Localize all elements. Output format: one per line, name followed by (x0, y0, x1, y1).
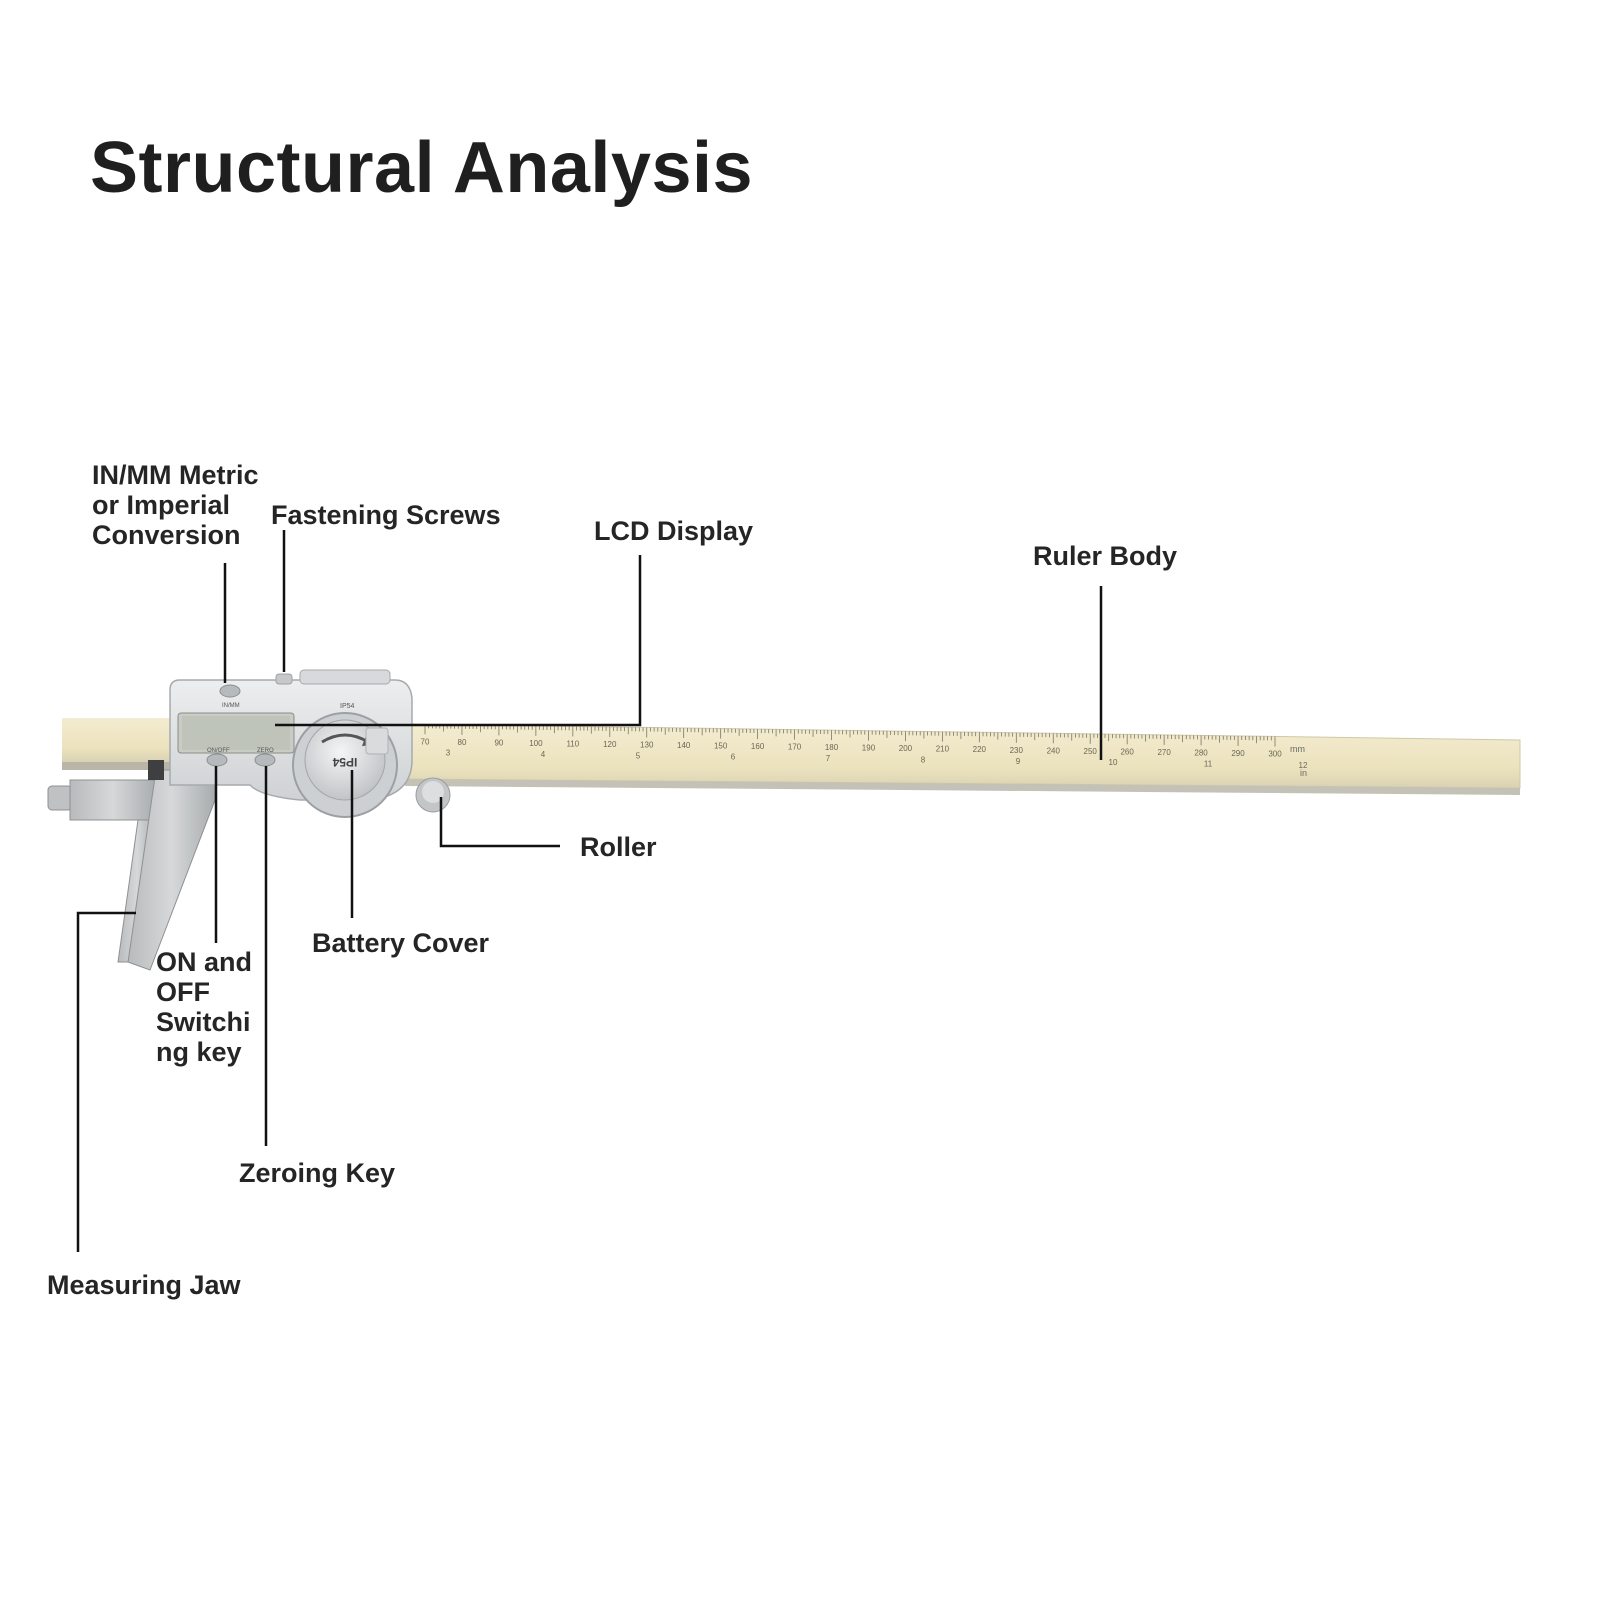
mm-scale-label: 90 (494, 738, 503, 747)
mm-scale-labels: 70 80 90 100 110 120 130 140 150 160 170 180 190 200 2… (421, 737, 1283, 758)
mm-minor-ticks (424, 724, 1276, 747)
zero-button[interactable]: ZERO (254, 748, 276, 767)
inmm-button[interactable]: IN/MM (219, 684, 241, 709)
label-roller: Roller (580, 832, 657, 862)
mm-scale-label: 250 (1084, 747, 1098, 756)
mm-scale-label: 160 (751, 742, 765, 751)
leader-lcd (275, 555, 642, 727)
ruler-body: 70 80 90 100 110 120 130 140 150 160 170 180 190 200 2… (404, 723, 1521, 795)
label-measuring-jaw: Measuring Jaw (47, 1270, 241, 1300)
mm-scale-label: 180 (825, 743, 839, 752)
battery-cover: IP54 (292, 712, 398, 818)
mm-scale-label: 150 (714, 742, 728, 751)
dial-text: IP54 (332, 755, 357, 769)
mm-scale-label: 270 (1157, 748, 1171, 757)
mm-unit-label: mm (1290, 744, 1305, 754)
inch-scale-label: 7 (826, 754, 831, 763)
label-lcd-display: LCD Display (594, 516, 754, 546)
mm-scale-label: 100 (529, 739, 543, 748)
inch-scale-label: 4 (541, 750, 546, 759)
mm-scale-label: 140 (677, 741, 691, 750)
model-text: IP54 (340, 703, 355, 710)
mm-scale-label: 290 (1231, 749, 1245, 758)
leader-roller (439, 797, 560, 848)
label-battery-cover: Battery Cover (312, 928, 490, 958)
label-fastening-screws: Fastening Screws (271, 500, 501, 530)
mm-scale-label: 80 (458, 738, 467, 747)
mm-scale-label: 230 (1010, 746, 1024, 755)
mm-scale-label: 120 (603, 740, 617, 749)
leader-jaw (76, 911, 136, 1252)
inch-unit-label: in (1300, 768, 1307, 778)
inch-scale-labels: 3 4 5 6 7 8 9 10 11 12 (446, 749, 1308, 770)
mm-scale-label: 240 (1047, 746, 1061, 755)
zero-button-text: ZERO (257, 748, 274, 754)
mm-scale-label: 280 (1194, 748, 1208, 757)
mm-scale-label: 190 (862, 744, 876, 753)
mm-scale-label: 300 (1268, 749, 1282, 758)
label-zeroing-key: Zeroing Key (239, 1158, 396, 1188)
label-onoff-key: ON and OFF Switchi ng key (156, 947, 253, 1067)
mm-scale-label: 260 (1120, 747, 1134, 756)
inch-scale-label: 11 (1204, 760, 1213, 769)
inmm-button-text: IN/MM (222, 703, 240, 709)
label-ruler-body: Ruler Body (1033, 541, 1178, 571)
inch-scale-label: 5 (636, 751, 641, 760)
inch-scale-label: 9 (1016, 757, 1021, 766)
mm-scale-label: 70 (421, 737, 430, 746)
mm-scale-label: 210 (936, 745, 950, 754)
mm-scale-label: 220 (973, 745, 987, 754)
roller (415, 777, 451, 813)
mm-scale-label: 200 (899, 744, 913, 753)
inch-scale-label: 3 (446, 749, 451, 758)
mm-scale-label: 110 (566, 739, 579, 748)
mm-scale-label: 130 (640, 740, 654, 749)
label-inmm-conversion: IN/MM Metric or Imperial Conversion (92, 460, 259, 550)
inch-scale-label: 8 (921, 755, 926, 764)
inch-scale-label: 10 (1109, 758, 1118, 767)
beam-left-end (62, 718, 170, 770)
mm-scale-label: 170 (788, 743, 802, 752)
page-title: Structural Analysis (90, 128, 754, 208)
measuring-jaw (47, 760, 216, 971)
inch-scale-label: 12 (1299, 761, 1308, 770)
onoff-button-text: ON/OFF (207, 748, 230, 754)
leader-lines (76, 530, 1103, 1252)
inch-scale-label: 6 (731, 753, 736, 762)
